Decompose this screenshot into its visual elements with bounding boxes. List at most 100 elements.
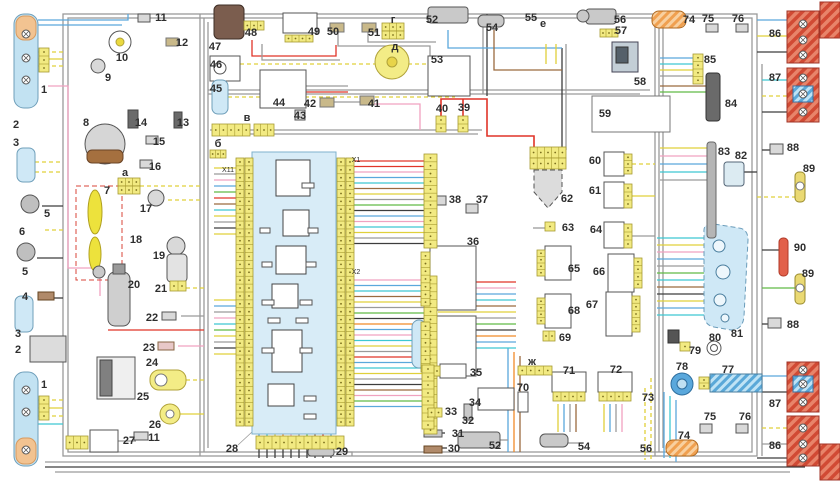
- component-number-label: 26: [149, 419, 161, 431]
- component-shape: [303, 395, 317, 402]
- connector-pin: [245, 129, 248, 131]
- connector-pin: [427, 368, 429, 370]
- wire: [440, 98, 535, 148]
- connector-pin: [637, 268, 639, 271]
- component-number-label: 83: [718, 146, 730, 158]
- connector-pin: [554, 162, 557, 165]
- connector-pin: [429, 188, 432, 191]
- wire: [336, 451, 353, 456]
- component-number-label: 76: [732, 13, 744, 25]
- connector-pin: [248, 287, 250, 289]
- connector-pin: [269, 129, 272, 131]
- connector-pin: [349, 381, 351, 384]
- connector-pin: [331, 441, 333, 444]
- connector-pin: [424, 278, 427, 280]
- component-shape: [720, 313, 730, 323]
- connector-pin: [399, 26, 402, 28]
- connector-pin: [429, 310, 432, 313]
- connector-pin: [429, 243, 432, 245]
- connector-pin: [340, 216, 342, 219]
- connector-pin: [248, 247, 250, 250]
- connector-pin: [349, 397, 351, 400]
- connector-pin: [301, 37, 304, 40]
- component-number-label: 44: [273, 97, 286, 109]
- bulb-icon: [800, 381, 806, 387]
- connector-pin: [340, 310, 342, 313]
- component-number-label: 45: [210, 83, 222, 95]
- bulb-icon: [800, 52, 806, 58]
- component-shape: [603, 221, 625, 249]
- component-shape: [715, 264, 731, 280]
- component-number-label: 90: [794, 242, 806, 254]
- component-shape: [605, 291, 633, 337]
- component-number-label: 66: [593, 266, 605, 278]
- component-number-label: 6: [19, 226, 25, 238]
- component-number-label: 10: [116, 52, 128, 64]
- bulb-symbols: [21, 19, 808, 463]
- component-number-label: 3: [13, 137, 19, 149]
- connector-pin: [239, 192, 241, 195]
- connector-pin: [539, 151, 542, 154]
- component-shape: [127, 109, 139, 129]
- bulb-icon: [800, 21, 806, 27]
- component-number-label: 8: [83, 117, 89, 129]
- connector-pin: [349, 373, 351, 376]
- connector-pin: [462, 119, 464, 121]
- connector-pin: [239, 365, 241, 368]
- component-shape: [319, 97, 335, 108]
- component-shape: [112, 263, 126, 275]
- component-number-label: 32: [462, 415, 474, 427]
- component-shape: [723, 161, 745, 187]
- component-shape: [16, 242, 36, 262]
- component-number-label: 24: [146, 357, 159, 369]
- connector-pin: [239, 342, 241, 345]
- connector-pin: [340, 255, 342, 258]
- connector-pin: [561, 162, 564, 165]
- connector-pin: [697, 64, 699, 67]
- connector-pin: [697, 56, 699, 59]
- connector-pin: [340, 350, 342, 353]
- component-number-label: 86: [769, 28, 781, 40]
- component-shape: [261, 347, 275, 354]
- connector-pin: [540, 306, 542, 309]
- connector-pin: [239, 334, 241, 337]
- connector-pin: [340, 231, 342, 234]
- connector-pin: [340, 302, 342, 305]
- connector-pin: [627, 163, 629, 165]
- connector-pin: [340, 295, 342, 297]
- component-number-label: 65: [568, 263, 580, 275]
- connector-pin: [349, 295, 351, 297]
- component-number-label: 33: [445, 406, 457, 418]
- wire: [261, 44, 340, 61]
- connector-letter-label: г: [391, 14, 396, 26]
- component-number-label: 54: [486, 22, 499, 34]
- component-number-label: 85: [704, 54, 716, 66]
- component-shape: [154, 373, 168, 387]
- component-shape: [819, 443, 840, 481]
- connector-pin: [263, 129, 265, 131]
- connector-pin: [349, 192, 351, 195]
- connector-pin: [538, 369, 541, 372]
- connector-pin: [43, 399, 45, 401]
- connector-pin: [222, 129, 225, 131]
- connector-id-label: Х1: [352, 157, 361, 164]
- component-number-label: 37: [476, 194, 488, 206]
- component-shape: [705, 72, 721, 122]
- connector-pin: [239, 239, 241, 242]
- connector-pin: [602, 32, 604, 34]
- connector-pin: [340, 208, 342, 211]
- connector-pin: [429, 204, 432, 206]
- connector-pin: [540, 265, 542, 268]
- component-shape: [795, 181, 805, 191]
- component-number-label: 27: [123, 435, 135, 447]
- connector-letter-label: е: [540, 18, 546, 30]
- connector-pin: [248, 358, 250, 360]
- component-shape: [166, 236, 186, 256]
- connector-pin: [230, 129, 232, 131]
- component-number-label: 68: [568, 305, 580, 317]
- component-shape: [359, 95, 375, 106]
- connector-pin: [429, 227, 432, 230]
- connector-pin: [239, 397, 241, 400]
- connector-pin: [349, 255, 351, 258]
- component-shape: [423, 445, 443, 454]
